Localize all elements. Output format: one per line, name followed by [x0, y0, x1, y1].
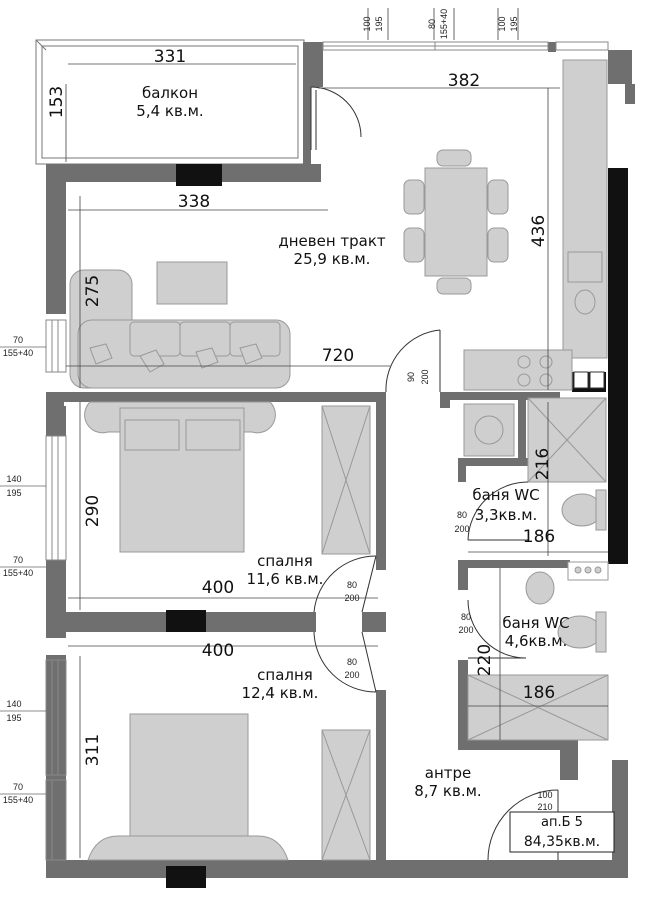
- door-bed2-200: 200: [344, 670, 359, 680]
- apartment-area: 84,35кв.м.: [524, 834, 600, 850]
- door-living-200: 200: [420, 369, 430, 384]
- apartment-label-box: [509, 811, 615, 853]
- chimney-bottom: [166, 866, 206, 888]
- right-black-wall: [608, 168, 628, 564]
- w4-140: 140: [6, 699, 21, 709]
- left-windows: [45, 319, 67, 861]
- dim-400-a: 400: [202, 578, 234, 598]
- bedroom2-door[interactable]: [313, 631, 377, 693]
- w5-155-40: 155+40: [3, 795, 33, 805]
- dim-331: 331: [154, 47, 186, 67]
- living-name: дневен тракт: [278, 232, 386, 250]
- dim-220: 220: [475, 644, 495, 676]
- dimension-lines: [65, 8, 608, 858]
- wardrobe-1: [321, 405, 371, 555]
- w1-155-40: 155+40: [3, 348, 33, 358]
- top-195-b: 195: [509, 16, 519, 31]
- w1-70: 70: [13, 335, 23, 345]
- door-living-90: 90: [406, 372, 416, 382]
- dining-set: [403, 149, 509, 295]
- door-bath1-80: 80: [457, 510, 467, 520]
- walls: [46, 42, 635, 888]
- dim-400-b: 400: [202, 641, 234, 661]
- living-door[interactable]: [385, 329, 441, 393]
- balcony-area: 5,4 кв.м.: [136, 102, 203, 120]
- living-area: 25,9 кв.м.: [294, 250, 371, 268]
- top-195-a: 195: [374, 16, 384, 31]
- dim-436: 436: [529, 215, 549, 247]
- top-100-a: 100: [362, 16, 372, 31]
- door-bath1-200: 200: [454, 524, 469, 534]
- bath1-area: 3,3кв.м.: [475, 506, 538, 524]
- dim-382: 382: [448, 71, 480, 91]
- bed-2: [87, 713, 289, 861]
- balcony-door[interactable]: [310, 86, 362, 150]
- balcony-name: балкон: [142, 84, 198, 102]
- bedroom1-area: 11,6 кв.м.: [247, 570, 324, 588]
- kitchen-counter: [463, 59, 608, 391]
- door-bed2-80: 80: [347, 657, 357, 667]
- dim-720: 720: [322, 346, 354, 366]
- chimney-top: [176, 164, 222, 186]
- w3-155-40: 155+40: [3, 568, 33, 578]
- w4-195: 195: [6, 713, 21, 723]
- kitchen-fan-unit: [573, 371, 605, 389]
- left-annotation-ticks: [0, 346, 46, 795]
- hall-area: 8,7 кв.м.: [414, 782, 481, 800]
- w5-70: 70: [13, 782, 23, 792]
- wardrobe-2: [321, 729, 371, 861]
- bedroom2-area: 12,4 кв.м.: [242, 684, 319, 702]
- bedroom1-name: спалня: [257, 552, 313, 570]
- dim-338: 338: [178, 192, 210, 212]
- coffee-table: [156, 261, 228, 305]
- apartment-id: ап.Б 5: [541, 815, 583, 830]
- top-windows: [322, 41, 609, 51]
- hall-name: антре: [425, 764, 472, 782]
- door-bed1-80: 80: [347, 580, 357, 590]
- dim-153: 153: [47, 86, 67, 118]
- door-entry-210: 210: [537, 802, 552, 812]
- bath2-fixtures: [467, 561, 609, 741]
- door-bed1-200: 200: [344, 593, 359, 603]
- dim-216: 216: [533, 448, 553, 480]
- dim-275: 275: [83, 275, 103, 307]
- sofa: [69, 269, 291, 389]
- dim-186-b: 186: [523, 683, 555, 703]
- bedroom2-name: спалня: [257, 666, 313, 684]
- dim-186-a: 186: [523, 527, 555, 547]
- w2-195: 195: [6, 488, 21, 498]
- bath2-area: 4,6кв.м.: [505, 632, 568, 650]
- top-100-b: 100: [497, 16, 507, 31]
- bedroom1-door[interactable]: [313, 555, 377, 613]
- dim-311: 311: [83, 734, 103, 766]
- w3-70: 70: [13, 555, 23, 565]
- bath2-name: баня WC: [502, 614, 569, 632]
- door-entry-100: 100: [537, 790, 552, 800]
- bed-1: [84, 401, 276, 553]
- door-bath2-80: 80: [461, 612, 471, 622]
- chimney-mid: [166, 610, 206, 632]
- bath1-door[interactable]: [467, 481, 529, 541]
- bath1-fixtures: [463, 397, 607, 531]
- top-80: 80: [427, 19, 437, 29]
- top-155-40: 155+40: [439, 9, 449, 39]
- dim-290: 290: [83, 495, 103, 527]
- bath2-door[interactable]: [467, 599, 527, 659]
- door-bath2-200: 200: [458, 625, 473, 635]
- bath1-name: баня WC: [472, 486, 539, 504]
- w2-140: 140: [6, 474, 21, 484]
